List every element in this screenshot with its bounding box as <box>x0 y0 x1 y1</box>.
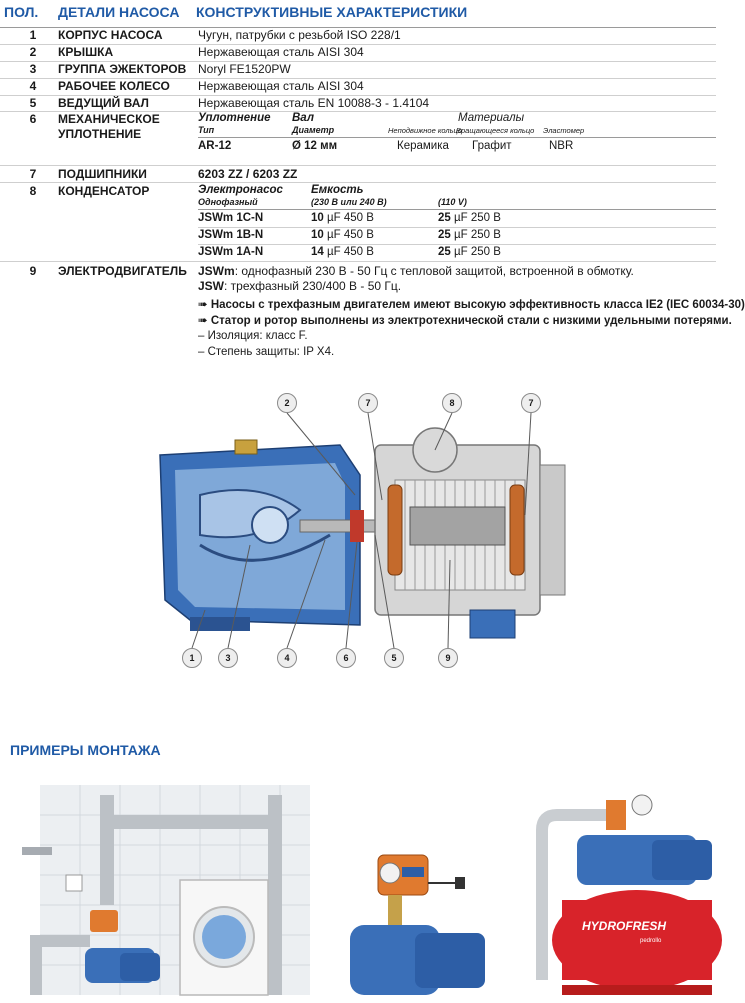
row-name: ВЕДУЩИЙ ВАЛ <box>58 96 149 110</box>
callout-9: 9 <box>438 648 458 668</box>
row-number: 6 <box>29 112 37 126</box>
shaft-header: Вал <box>292 112 314 124</box>
seal-diameter: Ø 12 мм <box>292 140 338 152</box>
sub-elastomer: Эластомер <box>543 126 585 135</box>
callout-6: 6 <box>336 648 356 668</box>
capacitor-c1: 10 µF 450 В <box>311 212 374 224</box>
row-value: Нержавеющая сталь EN 10088-3 - 1.4104 <box>198 96 430 110</box>
callout-7b: 7 <box>521 393 541 413</box>
row-value: 6203 ZZ / 6203 ZZ <box>198 167 298 181</box>
sub-type: Тип <box>198 125 215 135</box>
capacitor-c1: 14 µF 450 В <box>311 246 374 258</box>
capacitor-model: JSWm 1A-N <box>198 246 264 258</box>
row-number: 1 <box>29 28 37 42</box>
callout-3: 3 <box>218 648 238 668</box>
row-value: Чугун, патрубки с резьбой ISO 228/1 <box>198 28 401 42</box>
row-name-line2: УПЛОТНЕНИЕ <box>58 127 142 141</box>
sub-voltage-1: (230 В или 240 В) <box>311 197 387 207</box>
row-name: КОНДЕНСАТОР <box>58 184 150 198</box>
row-name: МЕХАНИЧЕСКОЕ <box>58 112 160 126</box>
row-value: Нержавеющая сталь AISI 304 <box>198 45 364 59</box>
motor-jsw: JSW: трехфазный 230/400 В - 50 Гц. <box>198 279 402 293</box>
sub-fixed-ring: Неподвижное кольцо <box>388 126 463 135</box>
callout-5: 5 <box>384 648 404 668</box>
callout-1: 1 <box>182 648 202 668</box>
tank-brand: HYDROFRESH <box>582 919 666 933</box>
capacitor-c2: 25 µF 250 В <box>438 212 501 224</box>
tank-maker: pedrollo <box>640 938 662 944</box>
callout-2: 2 <box>277 393 297 413</box>
row-number: 8 <box>29 184 37 198</box>
table-header: ПОЛ. ДЕТАЛИ НАСОСА КОНСТРУКТИВНЫЕ ХАРАКТ… <box>0 4 730 24</box>
table-row-capacitor: 8 КОНДЕНСАТОР Электронасос Емкость Одноф… <box>0 184 716 262</box>
header-details: ДЕТАЛИ НАСОСА <box>58 4 180 20</box>
row-name: ГРУППА ЭЖЕКТОРОВ <box>58 62 187 76</box>
installation-example-bathroom <box>22 785 310 996</box>
capacity-header: Емкость <box>311 184 364 196</box>
capacitor-c2: 25 µF 250 В <box>438 246 501 258</box>
row-value: Noryl FE1520PW <box>198 62 291 76</box>
motor-jswm: JSWm: однофазный 230 В - 50 Гц с теплово… <box>198 264 634 278</box>
row-number: 4 <box>29 79 37 93</box>
callout-7: 7 <box>358 393 378 413</box>
capacitor-model: JSWm 1C-N <box>198 212 264 224</box>
row-name: КОРПУС НАСОСА <box>58 28 163 42</box>
seal-elastomer: NBR <box>549 140 574 152</box>
callout-4: 4 <box>277 648 297 668</box>
capacitor-model: JSWm 1B-N <box>198 229 264 241</box>
sub-rotating-ring: Вращающееся кольцо <box>456 126 535 135</box>
pump-cutaway-diagram <box>159 412 566 649</box>
row-number: 9 <box>29 264 37 278</box>
installation-title: ПРИМЕРЫ МОНТАЖА <box>10 742 161 758</box>
capacitor-c1: 10 µF 450 В <box>311 229 374 241</box>
row-number: 3 <box>29 62 37 76</box>
row-name: КРЫШКА <box>58 45 114 59</box>
row-number: 7 <box>29 167 37 181</box>
seal-fixed: Керамика <box>397 140 449 152</box>
sub-diameter: Диаметр <box>292 125 335 135</box>
capacitor-c2: 25 µF 250 В <box>438 229 501 241</box>
sub-voltage-2: (110 V) <box>438 197 467 207</box>
seal-rotating: Графит <box>472 140 512 152</box>
motor-note-ie2: ➠ Насосы с трехфазным двигателем имеют в… <box>198 299 745 311</box>
header-characteristics: КОНСТРУКТИВНЫЕ ХАРАКТЕРИСТИКИ <box>196 4 468 20</box>
row-name: РАБОЧЕЕ КОЛЕСО <box>58 79 170 93</box>
materials-header: Материалы <box>458 112 525 124</box>
row-number: 2 <box>29 45 37 59</box>
callout-8: 8 <box>442 393 462 413</box>
pump-header: Электронасос <box>198 184 283 196</box>
motor-note-insulation: – Изоляция: класс F. <box>198 330 308 342</box>
table-row-seal: 6 МЕХАНИЧЕСКОЕ УПЛОТНЕНИЕ Уплотнение Вал… <box>0 112 716 164</box>
row-number: 5 <box>29 96 37 110</box>
sub-single: Однофазный <box>198 197 258 207</box>
row-name: ЭЛЕКТРОДВИГАТЕЛЬ <box>58 264 187 278</box>
row-name: ПОДШИПНИКИ <box>58 167 147 181</box>
installation-example-controller <box>350 854 485 995</box>
installation-example-tank: HYDROFRESH pedrollo <box>536 794 722 995</box>
seal-header: Уплотнение <box>198 112 271 124</box>
row-value: Нержавеющая сталь AISI 304 <box>198 79 364 93</box>
motor-note-steel: ➠ Статор и ротор выполнены из электротех… <box>198 315 732 327</box>
seal-type: AR-12 <box>198 140 232 152</box>
header-pos: ПОЛ. <box>4 4 39 20</box>
motor-note-protection: – Степень защиты: IP X4. <box>198 346 335 358</box>
